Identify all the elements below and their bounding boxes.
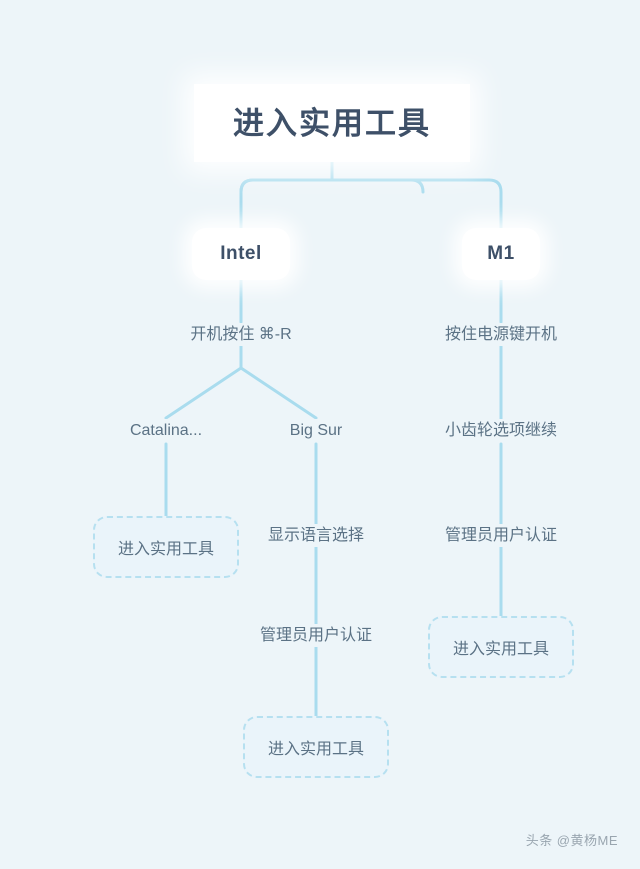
- terminal-bigsur-end[interactable]: 进入实用工具: [243, 716, 389, 778]
- step-m1-admin: 管理员用户认证: [438, 524, 564, 548]
- node-m1-label: M1: [487, 243, 515, 264]
- terminal-catalina-end[interactable]: 进入实用工具: [93, 516, 239, 578]
- step-m1-gear: 小齿轮选项继续: [438, 419, 564, 443]
- node-intel-label: Intel: [220, 243, 262, 264]
- step-m1-boot: 按住电源键开机: [438, 323, 564, 347]
- node-m1[interactable]: M1: [462, 228, 540, 280]
- step-bigsur-language: 显示语言选择: [261, 524, 371, 548]
- step-intel-boot: 开机按住 ⌘-R: [184, 323, 298, 347]
- node-intel[interactable]: Intel: [192, 228, 290, 280]
- terminal-catalina-end-label: 进入实用工具: [117, 541, 214, 558]
- edge-fork-to-catalina: [164, 366, 243, 420]
- step-bigsur: Big Sur: [283, 419, 349, 443]
- watermark: 头条 @黄杨ME: [525, 833, 618, 848]
- node-title[interactable]: 进入实用工具: [194, 84, 470, 162]
- node-title-label: 进入实用工具: [233, 105, 431, 141]
- terminal-bigsur-end-label: 进入实用工具: [267, 741, 364, 758]
- edge-split-bar: [239, 178, 503, 234]
- edge-fork-to-bigsur: [239, 366, 318, 420]
- terminal-m1-end[interactable]: 进入实用工具: [428, 616, 574, 678]
- step-catalina: Catalina...: [123, 419, 209, 443]
- terminal-m1-end-label: 进入实用工具: [452, 641, 549, 658]
- edge-split-left: [239, 178, 425, 234]
- step-bigsur-admin: 管理员用户认证: [253, 624, 379, 648]
